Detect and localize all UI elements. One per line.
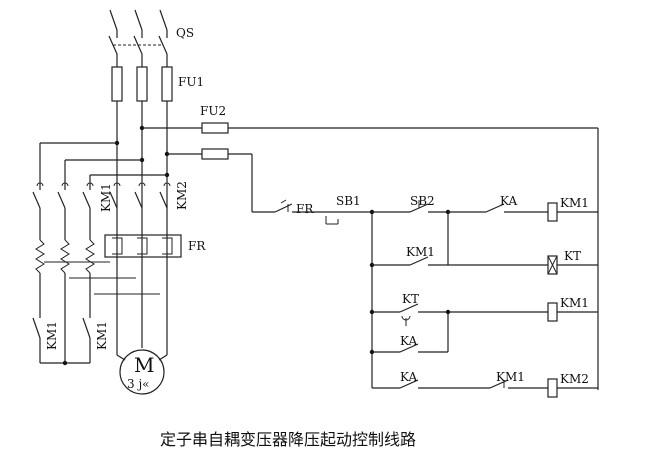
fu2-fuses [201,122,229,160]
fr-contact [274,199,293,213]
motor-m-label: M [134,353,154,377]
sb1-label: SB1 [336,194,361,208]
km1-aux-contacts [32,317,91,339]
km2-main-label: KM2 [175,181,189,210]
fu2-label: FU2 [200,104,226,118]
rung-4 [372,343,448,353]
km1-rung2-label: KM1 [406,245,435,259]
fr-contact-label: FR [296,202,314,216]
kt-contact-label: KT [402,292,419,306]
qs-switch [108,30,168,55]
main-power-circuit: QS FU1 [32,9,206,395]
kt-coil-label: KT [564,249,581,263]
fr-thermal-relay [104,234,182,258]
control-circuit: FU2 FR SB1 [200,104,599,398]
fu1-fuses [111,66,173,102]
motor: M 3 j« [119,349,165,395]
sb1-stop-button [322,211,340,225]
km1-rung5-label: KM1 [496,370,525,384]
rung-5 [372,378,598,398]
ka-rung5-label: KA [400,370,417,384]
fr-relay-label: FR [188,239,206,253]
km1-coil-rung1-label: KM1 [560,196,589,210]
km1-coil-rung3-label: KM1 [560,296,589,310]
km2-coil-label: KM2 [560,372,589,386]
rung-3 [372,302,598,352]
km1-main-contacts [109,182,171,209]
sb2-label: SB2 [410,194,435,208]
km1-aux-b-label: KM1 [95,321,109,350]
km1-main-label: KM1 [99,183,113,212]
km1-aux-a-label: KM1 [45,321,59,350]
rung-1 [372,200,598,222]
autotransformer-windings [35,239,95,274]
km2-main-contacts [32,182,94,209]
fu1-label: FU1 [178,75,204,89]
diagram-caption: 定子串自耦变压器降压起动控制线路 [160,430,416,449]
ka-rung4-label: KA [400,334,417,348]
ka-rung1-label: KA [500,194,517,208]
motor-phase-label: 3 j« [127,377,150,391]
rung-2 [372,212,598,275]
qs-label: QS [176,26,194,40]
